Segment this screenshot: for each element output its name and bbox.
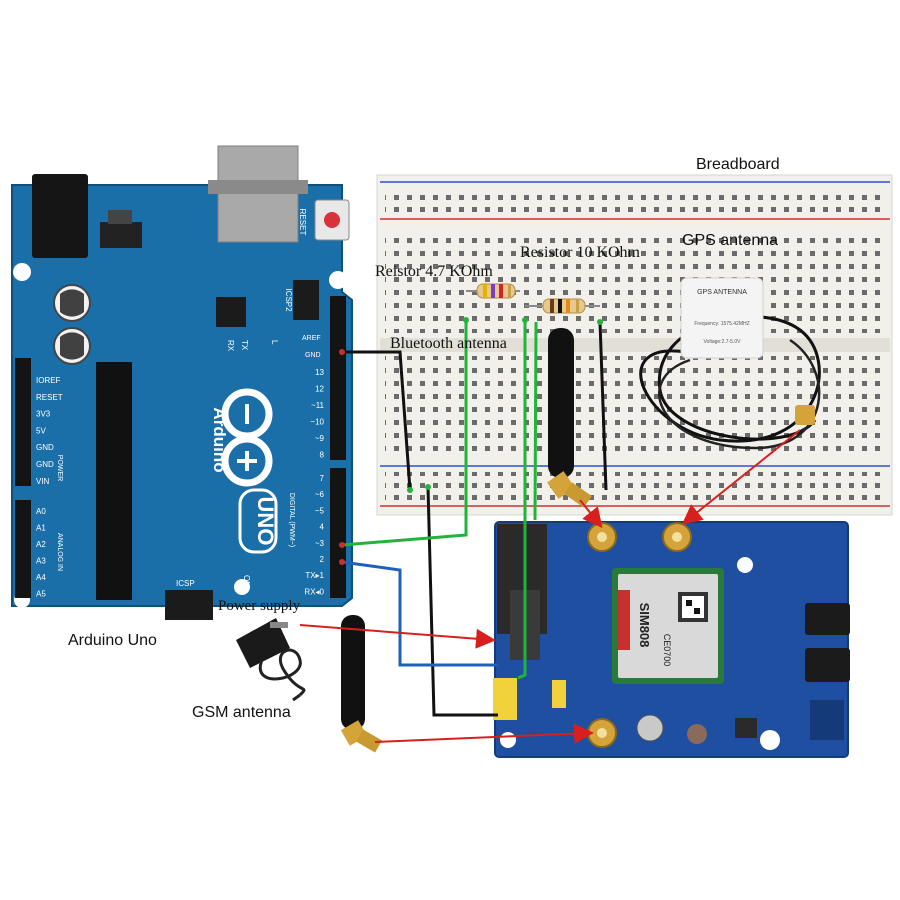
arduino-model-text: UNO xyxy=(253,497,278,546)
breadboard-label: Breadboard xyxy=(696,156,780,173)
pin-label: ~5 xyxy=(315,506,325,515)
pin-label: A0 xyxy=(36,507,46,516)
pin-label: ~10 xyxy=(310,418,324,427)
infinity-logo-icon xyxy=(221,388,273,487)
sim808-module xyxy=(493,521,850,758)
gnd-text: GND xyxy=(305,352,321,359)
gps-antenna xyxy=(639,277,821,450)
gsm-antenna xyxy=(340,615,383,753)
icsp2-text: ICSP2 xyxy=(284,288,293,312)
reset-text: RESET xyxy=(298,209,307,236)
on-text: ON xyxy=(242,575,251,587)
pin-label: A3 xyxy=(36,557,46,566)
red-arrows xyxy=(299,429,801,744)
pin-label: 7 xyxy=(320,474,325,483)
tx-text: TX xyxy=(240,340,249,351)
digital-pin-labels-top: 13 12 ~11 ~10 ~9 8 xyxy=(310,368,324,460)
gsm-antenna-label: GSM antenna xyxy=(192,704,291,721)
bluetooth-antenna xyxy=(547,328,592,508)
arduino-uno-label: Arduino Uno xyxy=(68,632,157,649)
gps-module-title: GPS ANTENNA xyxy=(697,289,747,296)
power-supply-label: Power supply xyxy=(218,598,301,614)
pin-label: ~3 xyxy=(315,539,325,548)
pin-label: 4 xyxy=(320,523,325,532)
pin-label: ~11 xyxy=(311,401,325,410)
gps-module-line2: Voltage:2.7-5.0V xyxy=(704,339,742,345)
pin-label: TX▸1 xyxy=(305,571,324,580)
gps-module-line1: Frequency: 1575.42MHZ xyxy=(694,321,749,327)
resistor-10k xyxy=(525,298,600,314)
arduino-brand-text: Arduino xyxy=(210,407,229,472)
digital-pin-labels-bottom: 7 ~6 ~5 4 ~3 2TX▸1RX◂0 xyxy=(304,474,324,596)
pin-label: 2 xyxy=(320,555,325,564)
gps-antenna-label: GPS antenna xyxy=(682,232,779,249)
sim808-chip-text: SIM808 xyxy=(637,603,652,648)
pin-label: A1 xyxy=(36,524,46,533)
pin-label: RESET xyxy=(36,393,63,402)
icsp-text: ICSP xyxy=(176,579,195,588)
power-pin-labels: IOREF RESET 3V3 5V GND GND VIN xyxy=(36,376,63,486)
pin-label: 13 xyxy=(315,368,324,377)
pin-label: VIN xyxy=(36,477,50,486)
rx-text: RX xyxy=(226,340,235,352)
arduino-uno-board xyxy=(11,145,353,620)
pin-label: GND xyxy=(36,443,54,452)
pin-label: A5 xyxy=(36,590,46,599)
pin-label: A2 xyxy=(36,540,46,549)
resistor-4-7k-label: Reistor 4.7 KOhm xyxy=(375,263,493,280)
pin-label: GND xyxy=(36,460,54,469)
pin-label: 8 xyxy=(320,451,325,460)
pin-label: 5V xyxy=(36,426,46,435)
power-supply-adapter xyxy=(236,618,306,702)
analog-in-text: ANALOG IN xyxy=(56,533,63,571)
pin-label: IOREF xyxy=(36,376,61,385)
digital-text: DIGITAL (PWM~) xyxy=(288,493,295,547)
bluetooth-antenna-label: Bluetooth antenna xyxy=(390,335,507,352)
resistor-4-7k xyxy=(466,283,520,299)
pin-label: 3V3 xyxy=(36,410,51,419)
pin-label: ~6 xyxy=(315,490,325,499)
l-text: L xyxy=(270,340,279,345)
wires xyxy=(339,317,608,717)
pin-label: A4 xyxy=(36,573,46,582)
sim808-ce-text: CE0700 xyxy=(662,634,672,667)
pin-label: ~9 xyxy=(315,434,325,443)
pin-label: 12 xyxy=(315,385,324,394)
power-text: POWER xyxy=(56,455,63,481)
aref-text: AREF xyxy=(302,335,321,342)
resistor-10k-label: Resistor 10 KOhm xyxy=(520,244,640,261)
pin-label: RX◂0 xyxy=(304,587,324,596)
